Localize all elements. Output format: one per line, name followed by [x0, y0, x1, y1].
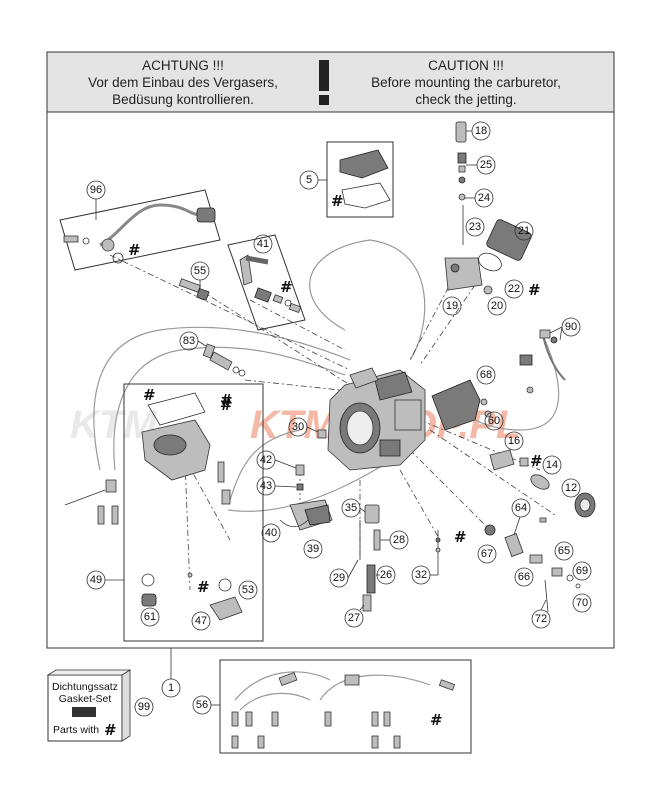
callout-25: 25 — [480, 159, 492, 171]
part-90-cable — [519, 329, 566, 394]
callout-65: 65 — [558, 545, 570, 557]
callout-96: 96 — [90, 184, 102, 196]
callout-42: 42 — [260, 454, 272, 466]
callout-35: 35 — [345, 502, 357, 514]
svg-text:#: # — [220, 391, 233, 409]
part-83-jet — [202, 343, 246, 377]
gasket-set-box: Dichtungssatz Gasket-Set Parts with # — [46, 669, 132, 742]
callout-47: 47 — [195, 615, 207, 627]
callout-19: 19 — [446, 300, 458, 312]
svg-text:#: # — [280, 278, 293, 296]
parts-18-25-accelerator-pump — [444, 121, 532, 295]
svg-text:#: # — [530, 452, 543, 470]
callout-5: 5 — [306, 174, 312, 186]
callout-41: 41 — [257, 238, 269, 250]
svg-text:#: # — [528, 281, 541, 299]
callout-32: 32 — [415, 569, 427, 581]
svg-text:#: # — [430, 711, 443, 729]
caution-left-title: ACHTUNG !!! — [142, 58, 224, 73]
gasket-set-line3: Parts with — [53, 724, 99, 736]
part-68-cover — [431, 379, 492, 431]
callout-83: 83 — [183, 335, 195, 347]
part-41-idle-adjust-group: # — [227, 234, 306, 331]
svg-text:#: # — [143, 386, 156, 404]
callout-24: 24 — [478, 192, 490, 204]
callout-16: 16 — [508, 435, 520, 447]
callout-90: 90 — [565, 321, 577, 333]
part-5-top-cover-group: # — [326, 141, 394, 218]
callout-60: 60 — [488, 415, 500, 427]
callout-29: 29 — [333, 572, 345, 584]
callout-12: 12 — [565, 482, 577, 494]
svg-text:#: # — [128, 241, 141, 259]
part-56-hose-set: # — [219, 659, 472, 754]
callout-72: 72 — [535, 613, 547, 625]
callout-61: 61 — [144, 611, 156, 623]
callout-43: 43 — [260, 480, 272, 492]
callout-67: 67 — [481, 548, 493, 560]
svg-text:#: # — [197, 578, 210, 596]
parts-12-16-throttle-linkage: # — [489, 449, 596, 518]
parts-64-70-fittings — [484, 517, 581, 613]
callout-22: 22 — [508, 283, 520, 295]
callout-21: 21 — [518, 225, 530, 237]
callout-56: 56 — [196, 699, 208, 711]
caution-header: ACHTUNG !!! Vor dem Einbau des Vergasers… — [46, 51, 615, 113]
part-55-screw — [178, 278, 210, 301]
caution-right-line1: Before mounting the carburetor, — [371, 75, 561, 90]
callout-99: 99 — [138, 701, 150, 713]
callout-20: 20 — [491, 300, 503, 312]
callout-1: 1 — [168, 682, 174, 694]
caution-right-title: CAUTION !!! — [428, 58, 504, 73]
callout-64: 64 — [515, 502, 527, 514]
float-bowl-group: # # # — [123, 383, 264, 642]
callout-26: 26 — [380, 569, 392, 581]
callout-68: 68 — [480, 369, 492, 381]
callout-30: 30 — [292, 421, 304, 433]
exclamation-icon — [319, 60, 329, 105]
callout-40: 40 — [265, 527, 277, 539]
gasket-set-line1: Dichtungssatz — [52, 681, 118, 693]
callout-27: 27 — [348, 612, 360, 624]
callout-18: 18 — [475, 125, 487, 137]
carburetor-body — [327, 367, 426, 471]
callout-28: 28 — [393, 534, 405, 546]
svg-text:#: # — [220, 396, 233, 414]
main-diagram-frame — [46, 111, 615, 649]
ktm-logo-badge — [72, 707, 96, 717]
callouts: 18 25 24 23 21 22 # 19 20 5 96 41 — [86, 121, 592, 717]
svg-text:#: # — [331, 192, 344, 210]
parts-30-43-small — [279, 429, 333, 531]
callout-70: 70 — [576, 597, 588, 609]
callout-66: 66 — [518, 571, 530, 583]
caution-left-line1: Vor dem Einbau des Vergasers, — [88, 75, 278, 90]
callout-69: 69 — [576, 565, 588, 577]
callout-39: 39 — [307, 543, 319, 555]
callout-53: 53 — [242, 584, 254, 596]
callout-23: 23 — [469, 221, 481, 233]
part-96-sensor-group: # — [59, 189, 221, 271]
gasket-set-line2: Gasket-Set — [59, 693, 112, 705]
callout-49: 49 — [90, 574, 102, 586]
left-drain-hoses — [64, 479, 119, 525]
parts-jets: # — [359, 504, 467, 612]
caution-left-line2: Bedüsung kontrollieren. — [112, 92, 254, 107]
gasket-set-symbol: # — [104, 721, 117, 739]
svg-text:#: # — [454, 528, 467, 546]
caution-right-line2: check the jetting. — [415, 92, 516, 107]
callout-14: 14 — [546, 459, 558, 471]
callout-55: 55 — [194, 265, 206, 277]
